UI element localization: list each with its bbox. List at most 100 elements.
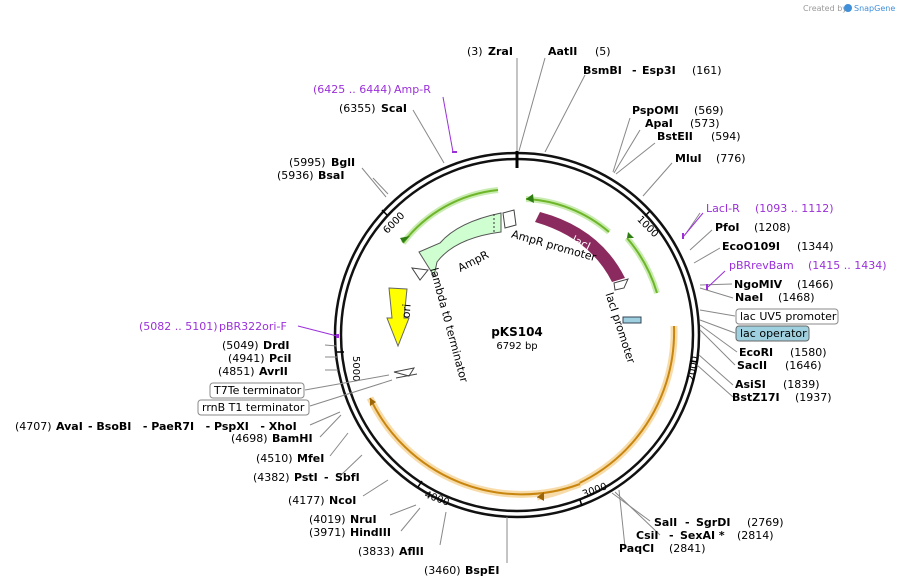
site-bgli-pos: (5995) <box>289 156 326 169</box>
orf-arc-orange-left-line <box>369 397 581 496</box>
site-pfoi-pos: (1208) <box>754 221 791 234</box>
site-mlui-pos: (776) <box>716 152 746 165</box>
site-hindiii: HindIII <box>350 526 391 539</box>
lac-operator-box[interactable] <box>735 325 810 342</box>
plasmid-name: pKS104 <box>491 325 543 339</box>
site-bsai: BsaI <box>318 169 344 182</box>
t7te-terminator-box[interactable] <box>209 382 305 399</box>
lambda-terminator-label: lambda t0 terminator <box>427 266 470 384</box>
site-sacii: SacII <box>737 359 767 372</box>
orf-arrowhead-5 <box>370 398 376 406</box>
site-scai: ScaI <box>381 102 407 115</box>
site-esp3i-pos: (161) <box>692 64 722 77</box>
site-aatii: AatII <box>548 45 577 58</box>
primer-ampr: Amp-R <box>394 83 431 96</box>
ampr-label: AmpR <box>456 248 492 275</box>
site-scai-pos: (6355) <box>339 102 376 115</box>
site-nrui-pos: (4019) <box>309 513 346 526</box>
orf-arc-right-line <box>626 237 658 294</box>
lac-operator-label: lac operator <box>740 327 807 340</box>
orf-arrowhead-3 <box>627 232 634 238</box>
site-ecori: EcoRI <box>739 346 773 359</box>
tick-label-5000: 5000 <box>350 356 361 381</box>
site-pspomi: PspOMI <box>632 104 679 117</box>
site-drdi: DrdI <box>263 339 290 352</box>
tick-label-2000: 2000 <box>686 355 701 382</box>
lac-operator-marker <box>622 316 642 324</box>
site-pcii: PciI <box>269 352 291 365</box>
primer-laci-r: LacI-R <box>706 202 740 215</box>
ori-label: ori <box>399 303 413 318</box>
snapgene-logo-icon <box>844 4 852 12</box>
primer-pbrrevbam-pos: (1415 .. 1434) <box>808 259 887 272</box>
orf-arrowhead-2 <box>526 194 534 203</box>
site-naei-pos: (1468) <box>778 291 815 304</box>
site-paqci: PaqCI <box>619 542 654 555</box>
site-esp3i: Esp3I <box>642 64 676 77</box>
tick-4000 <box>417 480 423 488</box>
tick-label-3000: 3000 <box>581 481 609 500</box>
primer-pbrrevbam: pBRrevBam <box>729 259 794 272</box>
site-zrai: ZraI <box>488 45 513 58</box>
lac-uv5-promoter-box[interactable] <box>735 308 839 325</box>
ampr-feature[interactable] <box>418 212 502 278</box>
snapgene-brand: SnapGene <box>854 4 895 13</box>
site-sbfi: SbfI <box>335 471 360 484</box>
lac-uv5-promoter-label: lac UV5 promoter <box>740 310 837 323</box>
site-mfei-pos: (4510) <box>256 452 293 465</box>
site-drdi-pos: (5049) <box>222 339 259 352</box>
site-sgrdi-pos: (2769) <box>747 516 784 529</box>
ampr-promoter-arrow <box>502 209 517 229</box>
created-by-text: Created by <box>803 4 847 13</box>
site-psti: PstI <box>294 471 318 484</box>
site-sexai-pos: (2814) <box>737 529 774 542</box>
primer-pbr322ori-pos: (5082 .. 5101) <box>139 320 218 333</box>
site-aatii-pos: (5) <box>595 45 611 58</box>
rrnb-terminator-label: rrnB T1 terminator <box>202 401 305 414</box>
site-ngomiv: NgoMIV <box>734 278 783 291</box>
site-bgli: BglI <box>331 156 355 169</box>
tick-3000 <box>579 499 583 507</box>
primer-pbr322ori: pBR322ori-F <box>219 320 287 333</box>
tick-label-4000: 4000 <box>423 490 451 509</box>
site-sali-sep: - <box>685 516 690 529</box>
orf-arc-right <box>624 236 660 294</box>
site-bspei: BspEI <box>465 564 499 577</box>
ori-feature[interactable] <box>386 287 410 348</box>
plasmid-length: 6792 bp <box>496 341 537 352</box>
leader-lines <box>304 57 738 563</box>
site-paqci-pos: (2841) <box>669 542 706 555</box>
site-bstz17i-pos: (1937) <box>795 391 832 404</box>
site-apai: ApaI <box>645 117 673 130</box>
site-csii: CsiI <box>636 529 658 542</box>
site-bsteii-pos: (594) <box>711 130 741 143</box>
terminator-arrow-2 <box>395 373 418 379</box>
site-sgrdi: SgrDI <box>696 516 730 529</box>
site-aflii: AflII <box>399 545 424 558</box>
terminator-arrow-1 <box>393 367 416 377</box>
site-apai-pos: (573) <box>690 117 720 130</box>
site-hindiii-pos: (3971) <box>309 526 346 539</box>
t7te-terminator-label: T7Te terminator <box>213 384 302 397</box>
rrnb-terminator-box[interactable] <box>197 399 310 416</box>
site-psti-pos: (4382) <box>253 471 290 484</box>
site-mfei: MfeI <box>297 452 324 465</box>
orf-arc-orange-left <box>366 396 582 498</box>
laci-feature[interactable] <box>535 212 625 282</box>
primer-ampr-pos: (6425 .. 6444) <box>313 83 392 96</box>
orf-arrowhead-4 <box>537 492 544 501</box>
site-sexai: SexAI * <box>680 529 725 542</box>
tick-6000 <box>381 209 388 216</box>
site-bsai-pos: (5936) <box>277 169 314 182</box>
orf-arc-top-right-line <box>525 198 610 233</box>
site-pspomi-pos: (569) <box>694 104 724 117</box>
site-asisi-pos: (1839) <box>783 378 820 391</box>
site-avai: AvaI <box>56 420 83 433</box>
site-bspei-pos: (3460) <box>424 564 461 577</box>
site-naei: NaeI <box>735 291 763 304</box>
site-bstz17i: BstZ17I <box>732 391 780 404</box>
site-ngomiv-pos: (1466) <box>797 278 834 291</box>
orf-arrowhead-1 <box>400 236 410 243</box>
site-ncoi: NcoI <box>329 494 356 507</box>
